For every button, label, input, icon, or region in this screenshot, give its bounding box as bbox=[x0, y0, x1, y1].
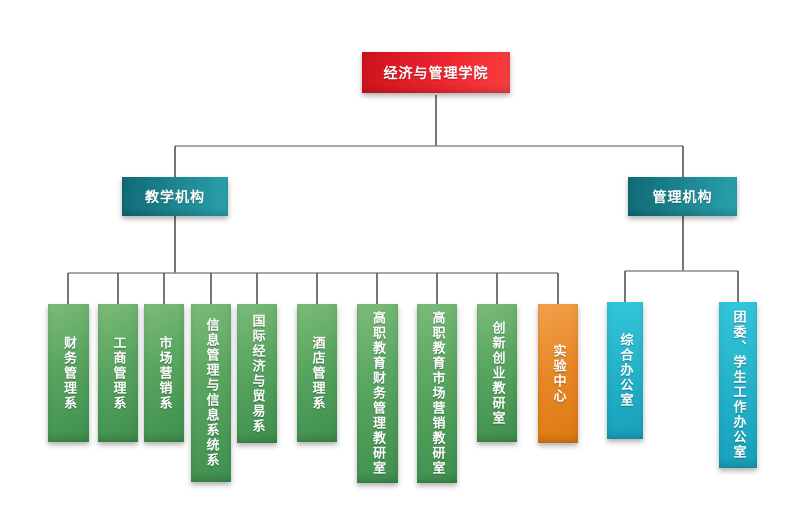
node-teaching-branch: 教学机构 bbox=[122, 177, 228, 216]
node-info-management-info-systems-dept: 信息管理与信息系统系 bbox=[191, 304, 231, 482]
node-label: 高职教育财务管理教研室 bbox=[370, 311, 385, 476]
node-marketing-dept: 市场营销系 bbox=[144, 304, 184, 442]
node-label: 信息管理与信息系统系 bbox=[203, 318, 219, 468]
node-label: 创新创业教研室 bbox=[489, 320, 505, 426]
node-label: 国际经济与贸易系 bbox=[249, 313, 265, 434]
node-youth-league-student-office: 团委、学生工作办公室 bbox=[719, 302, 757, 468]
node-experiment-center: 实验中心 bbox=[538, 304, 578, 443]
node-international-economics-trade-dept: 国际经济与贸易系 bbox=[237, 304, 277, 443]
node-label: 市场营销系 bbox=[156, 335, 172, 411]
node-label: 财务管理系 bbox=[61, 335, 76, 411]
node-finance-management-dept: 财务管理系 bbox=[48, 304, 89, 442]
node-label: 实验中心 bbox=[550, 343, 566, 404]
node-label: 酒店管理系 bbox=[309, 335, 325, 411]
node-business-administration-dept: 工商管理系 bbox=[98, 304, 138, 442]
node-hotel-management-dept: 酒店管理系 bbox=[297, 304, 337, 442]
node-management-branch: 管理机构 bbox=[628, 177, 737, 216]
node-label: 团委、学生工作办公室 bbox=[730, 310, 746, 460]
node-general-office: 综合办公室 bbox=[607, 302, 643, 439]
node-label: 经济与管理学院 bbox=[383, 65, 489, 82]
node-vocational-finance-teaching-office: 高职教育财务管理教研室 bbox=[357, 304, 398, 483]
node-college-root: 经济与管理学院 bbox=[362, 52, 510, 93]
node-label: 管理机构 bbox=[652, 189, 713, 206]
node-innovation-entrepreneurship-office: 创新创业教研室 bbox=[477, 304, 517, 442]
node-label: 教学机构 bbox=[145, 189, 205, 206]
node-label: 工商管理系 bbox=[110, 335, 126, 411]
node-vocational-marketing-teaching-office: 高职教育市场营销教研室 bbox=[417, 304, 457, 483]
node-label: 高职教育市场营销教研室 bbox=[429, 311, 445, 476]
node-label: 综合办公室 bbox=[617, 333, 633, 408]
